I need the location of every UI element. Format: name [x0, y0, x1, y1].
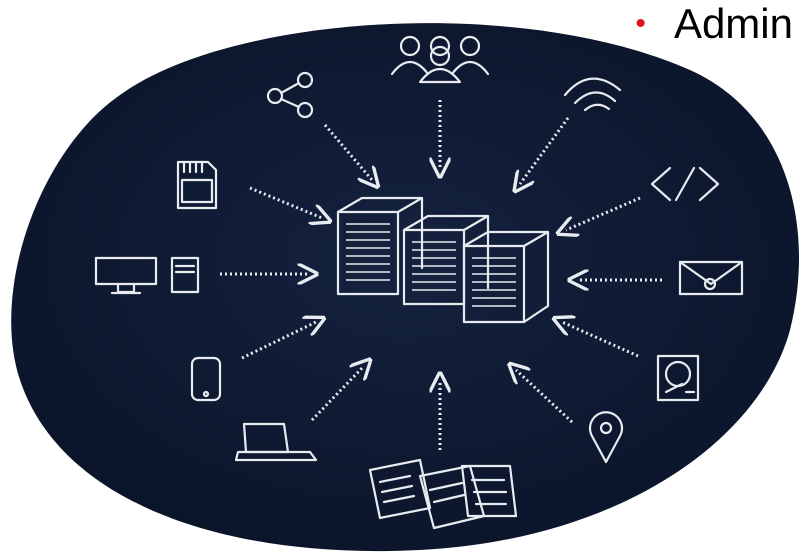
chalkboard-background	[11, 23, 800, 552]
email-icon	[678, 260, 744, 296]
users-icon	[390, 35, 490, 84]
smartphone-icon	[190, 356, 222, 402]
wifi-icon	[563, 77, 622, 112]
laptop-icon	[234, 422, 318, 462]
documents-icon	[368, 458, 518, 530]
desktop-computer-icon	[94, 256, 200, 295]
sd-card-icon	[176, 160, 218, 210]
code-icon	[650, 166, 720, 202]
bullet-marker: •	[635, 7, 646, 40]
bullet-text: Admin	[673, 0, 793, 47]
connection-arrows	[220, 100, 662, 450]
bullet-item: • Admin	[635, 0, 793, 48]
location-pin-icon	[588, 411, 624, 464]
share-icon	[266, 71, 314, 119]
server-rack-icon	[336, 196, 550, 324]
hard-drive-icon	[656, 354, 700, 402]
